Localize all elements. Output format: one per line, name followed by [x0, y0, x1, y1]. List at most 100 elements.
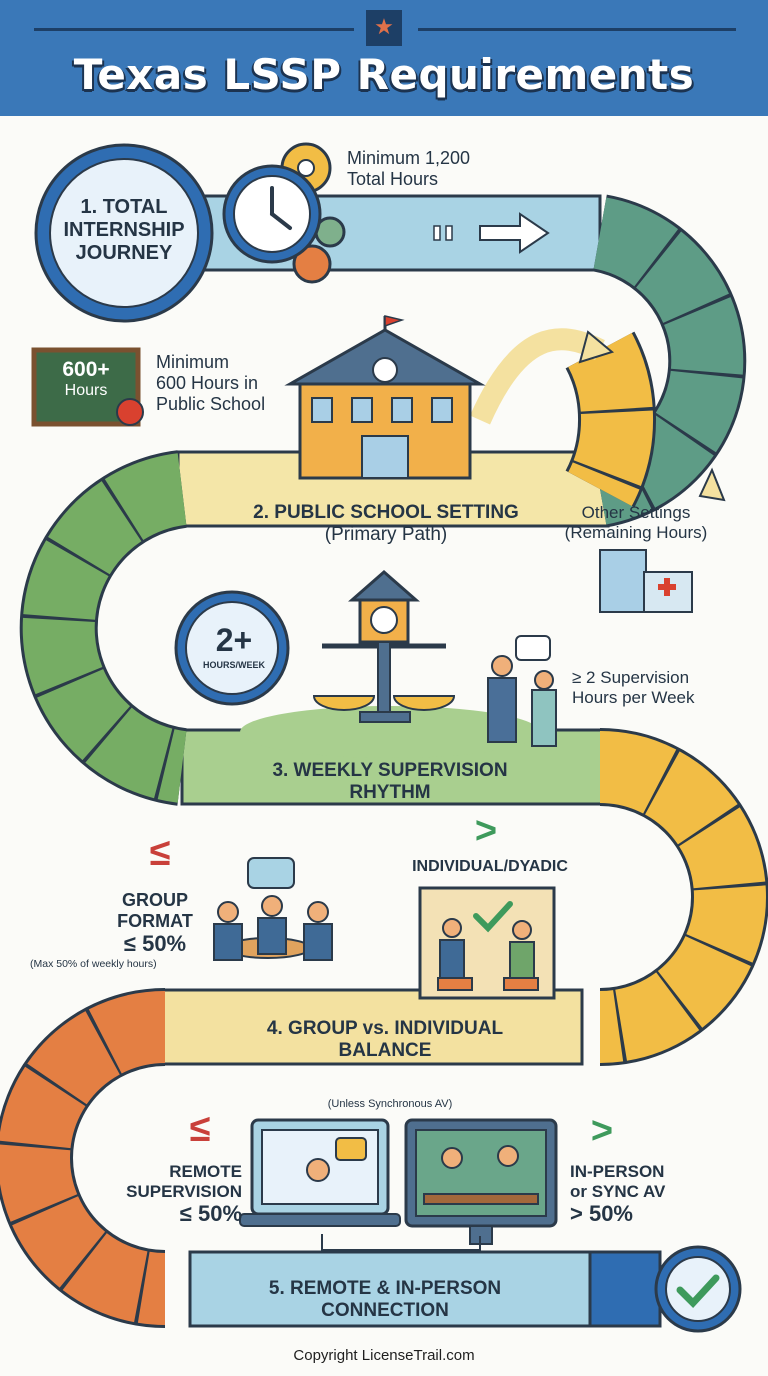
weekly-clock-text: 2+ HOURS/WEEK [180, 622, 288, 670]
star-icon: ★ [374, 14, 394, 39]
step4-title-line1: 4. GROUP vs. INDIVIDUAL [266, 1018, 504, 1039]
chalkboard-text: 600+ Hours [36, 358, 136, 401]
chair-right [503, 977, 539, 991]
header-rule-left [34, 28, 354, 31]
hospital-icon [599, 549, 647, 613]
sync-av-note: (Unless Synchronous AV) [327, 1098, 453, 1110]
group-member-icon [307, 901, 329, 923]
group-le-symbol: ≤ [149, 832, 171, 874]
group-member-body [257, 917, 287, 955]
meeting-person-left-icon [441, 1147, 463, 1169]
inperson-line2: or SYNC AV [570, 1181, 666, 1201]
weekly-clock-face [185, 601, 279, 695]
chat-bubble-icon [247, 857, 295, 889]
checkmark-icon [473, 901, 513, 933]
laptop-base [239, 1213, 401, 1227]
chalkboard-line1: 600+ [62, 358, 110, 381]
step2-title-line1: 2. PUBLIC SCHOOL SETTING [253, 502, 519, 523]
chair-left [437, 977, 473, 991]
inperson-label: IN-PERSON or SYNC AV > 50% [570, 1162, 720, 1226]
road-arrow-icon [479, 212, 550, 254]
road-band-5 [188, 1250, 612, 1328]
step1-badge-label: 1. TOTAL INTERNSHIP JOURNEY [44, 196, 204, 265]
client-body [509, 941, 535, 979]
weekly-clock-main: 2+ [215, 622, 253, 658]
flag-icon [384, 315, 405, 328]
step3-note-line2: Hours per Week [572, 688, 695, 708]
other-settings-line1: Other Settings [581, 503, 691, 522]
remote-line2: SUPERVISION [126, 1181, 242, 1201]
individual-dyadic-label: INDIVIDUAL/DYADIC [412, 858, 568, 875]
road-curve-right-1 [592, 197, 744, 525]
gear-icon-small [292, 244, 332, 284]
road-dash-1 [433, 225, 441, 241]
step3-note: ≥ 2 Supervision Hours per Week [572, 668, 695, 708]
gear-hub [297, 159, 315, 177]
hill-mound [240, 706, 540, 758]
goal-check-icon [676, 1274, 720, 1309]
step2-title-line2: (Primary Path) [324, 523, 448, 545]
video-person-icon [306, 1158, 330, 1182]
step1-note: Minimum 1,200 Total Hours [347, 148, 470, 190]
road-curve-left-1 [22, 453, 188, 803]
step2-note: Minimum 600 Hours in Public School [156, 352, 265, 416]
step1-badge-line1: 1. TOTAL [80, 196, 168, 218]
branch-arrow-down-icon [698, 467, 726, 502]
step3-note-line1: ≥ 2 Supervision [572, 668, 690, 687]
page-title: Texas LSSP Requirements [73, 50, 695, 99]
step1-badge-line2: INTERNSHIP [63, 219, 185, 241]
group-format-line3: ≤ 50% [123, 931, 187, 957]
school-window [311, 397, 333, 423]
road-curve-right-1b [567, 333, 654, 506]
supervisor-icon [491, 655, 513, 677]
remote-line3: ≤ 50% [179, 1201, 242, 1227]
branch-arrow-icon [578, 330, 615, 364]
group-member-icon [261, 895, 283, 917]
group-format-line1: GROUP [121, 890, 188, 910]
inperson-line1: IN-PERSON [570, 1162, 665, 1181]
remote-le-symbol: ≤ [189, 1108, 211, 1150]
step2-note-line3: Public School [156, 394, 266, 415]
step5-title-line2: CONNECTION [321, 1299, 449, 1321]
group-format-label: GROUP FORMAT ≤ 50% [100, 890, 210, 957]
group-member-icon [217, 901, 239, 923]
client-icon [512, 920, 532, 940]
step4-title: 4. GROUP vs. INDIVIDUAL BALANCE [195, 1018, 575, 1062]
school-window [351, 397, 373, 423]
chalkboard-line2: Hours [64, 382, 108, 400]
school-window [391, 397, 413, 423]
step2-note-line2: 600 Hours in [156, 373, 259, 394]
counselor-icon [442, 918, 462, 938]
road-band-4 [160, 988, 584, 1066]
speech-bubble-icon [515, 635, 551, 661]
star-badge: ★ [366, 10, 402, 46]
inperson-line3: > 50% [570, 1201, 633, 1227]
road-curve-left-2 [0, 991, 166, 1325]
group-format-line2: FORMAT [117, 910, 193, 931]
goal-badge-inner [665, 1256, 731, 1322]
clock-hand-hour [270, 212, 292, 230]
school-door [361, 435, 409, 479]
intern-icon [534, 670, 554, 690]
school-clock-icon [372, 357, 398, 383]
group-member-body [213, 923, 243, 961]
scale-base [359, 711, 411, 723]
step2-title: 2. PUBLIC SCHOOL SETTING (Primary Path) [196, 502, 576, 546]
step1-badge-inner [49, 158, 199, 308]
meeting-person-right-icon [497, 1145, 519, 1167]
step5-title-line1: 5. REMOTE & IN-PERSON [268, 1278, 502, 1299]
group-member-body [303, 923, 333, 961]
tower-clock-face [370, 606, 398, 634]
road-dash-2 [445, 225, 453, 241]
counselor-body [439, 939, 465, 979]
weekly-clock-sub: HOURS/WEEK [202, 659, 265, 670]
step2-note-line1: Minimum [156, 352, 230, 372]
individual-gt-symbol: > [474, 810, 498, 852]
copyright-footer: Copyright LicenseTrail.com [293, 1347, 475, 1364]
scale-pan-right [392, 695, 456, 711]
medical-cross-icon [658, 578, 676, 596]
inperson-gt-symbol: > [590, 1110, 614, 1152]
header-banner: ★ Texas LSSP Requirements [0, 0, 768, 116]
group-format-note: (Max 50% of weekly hours) [30, 958, 157, 970]
supervisor-body [487, 677, 517, 743]
